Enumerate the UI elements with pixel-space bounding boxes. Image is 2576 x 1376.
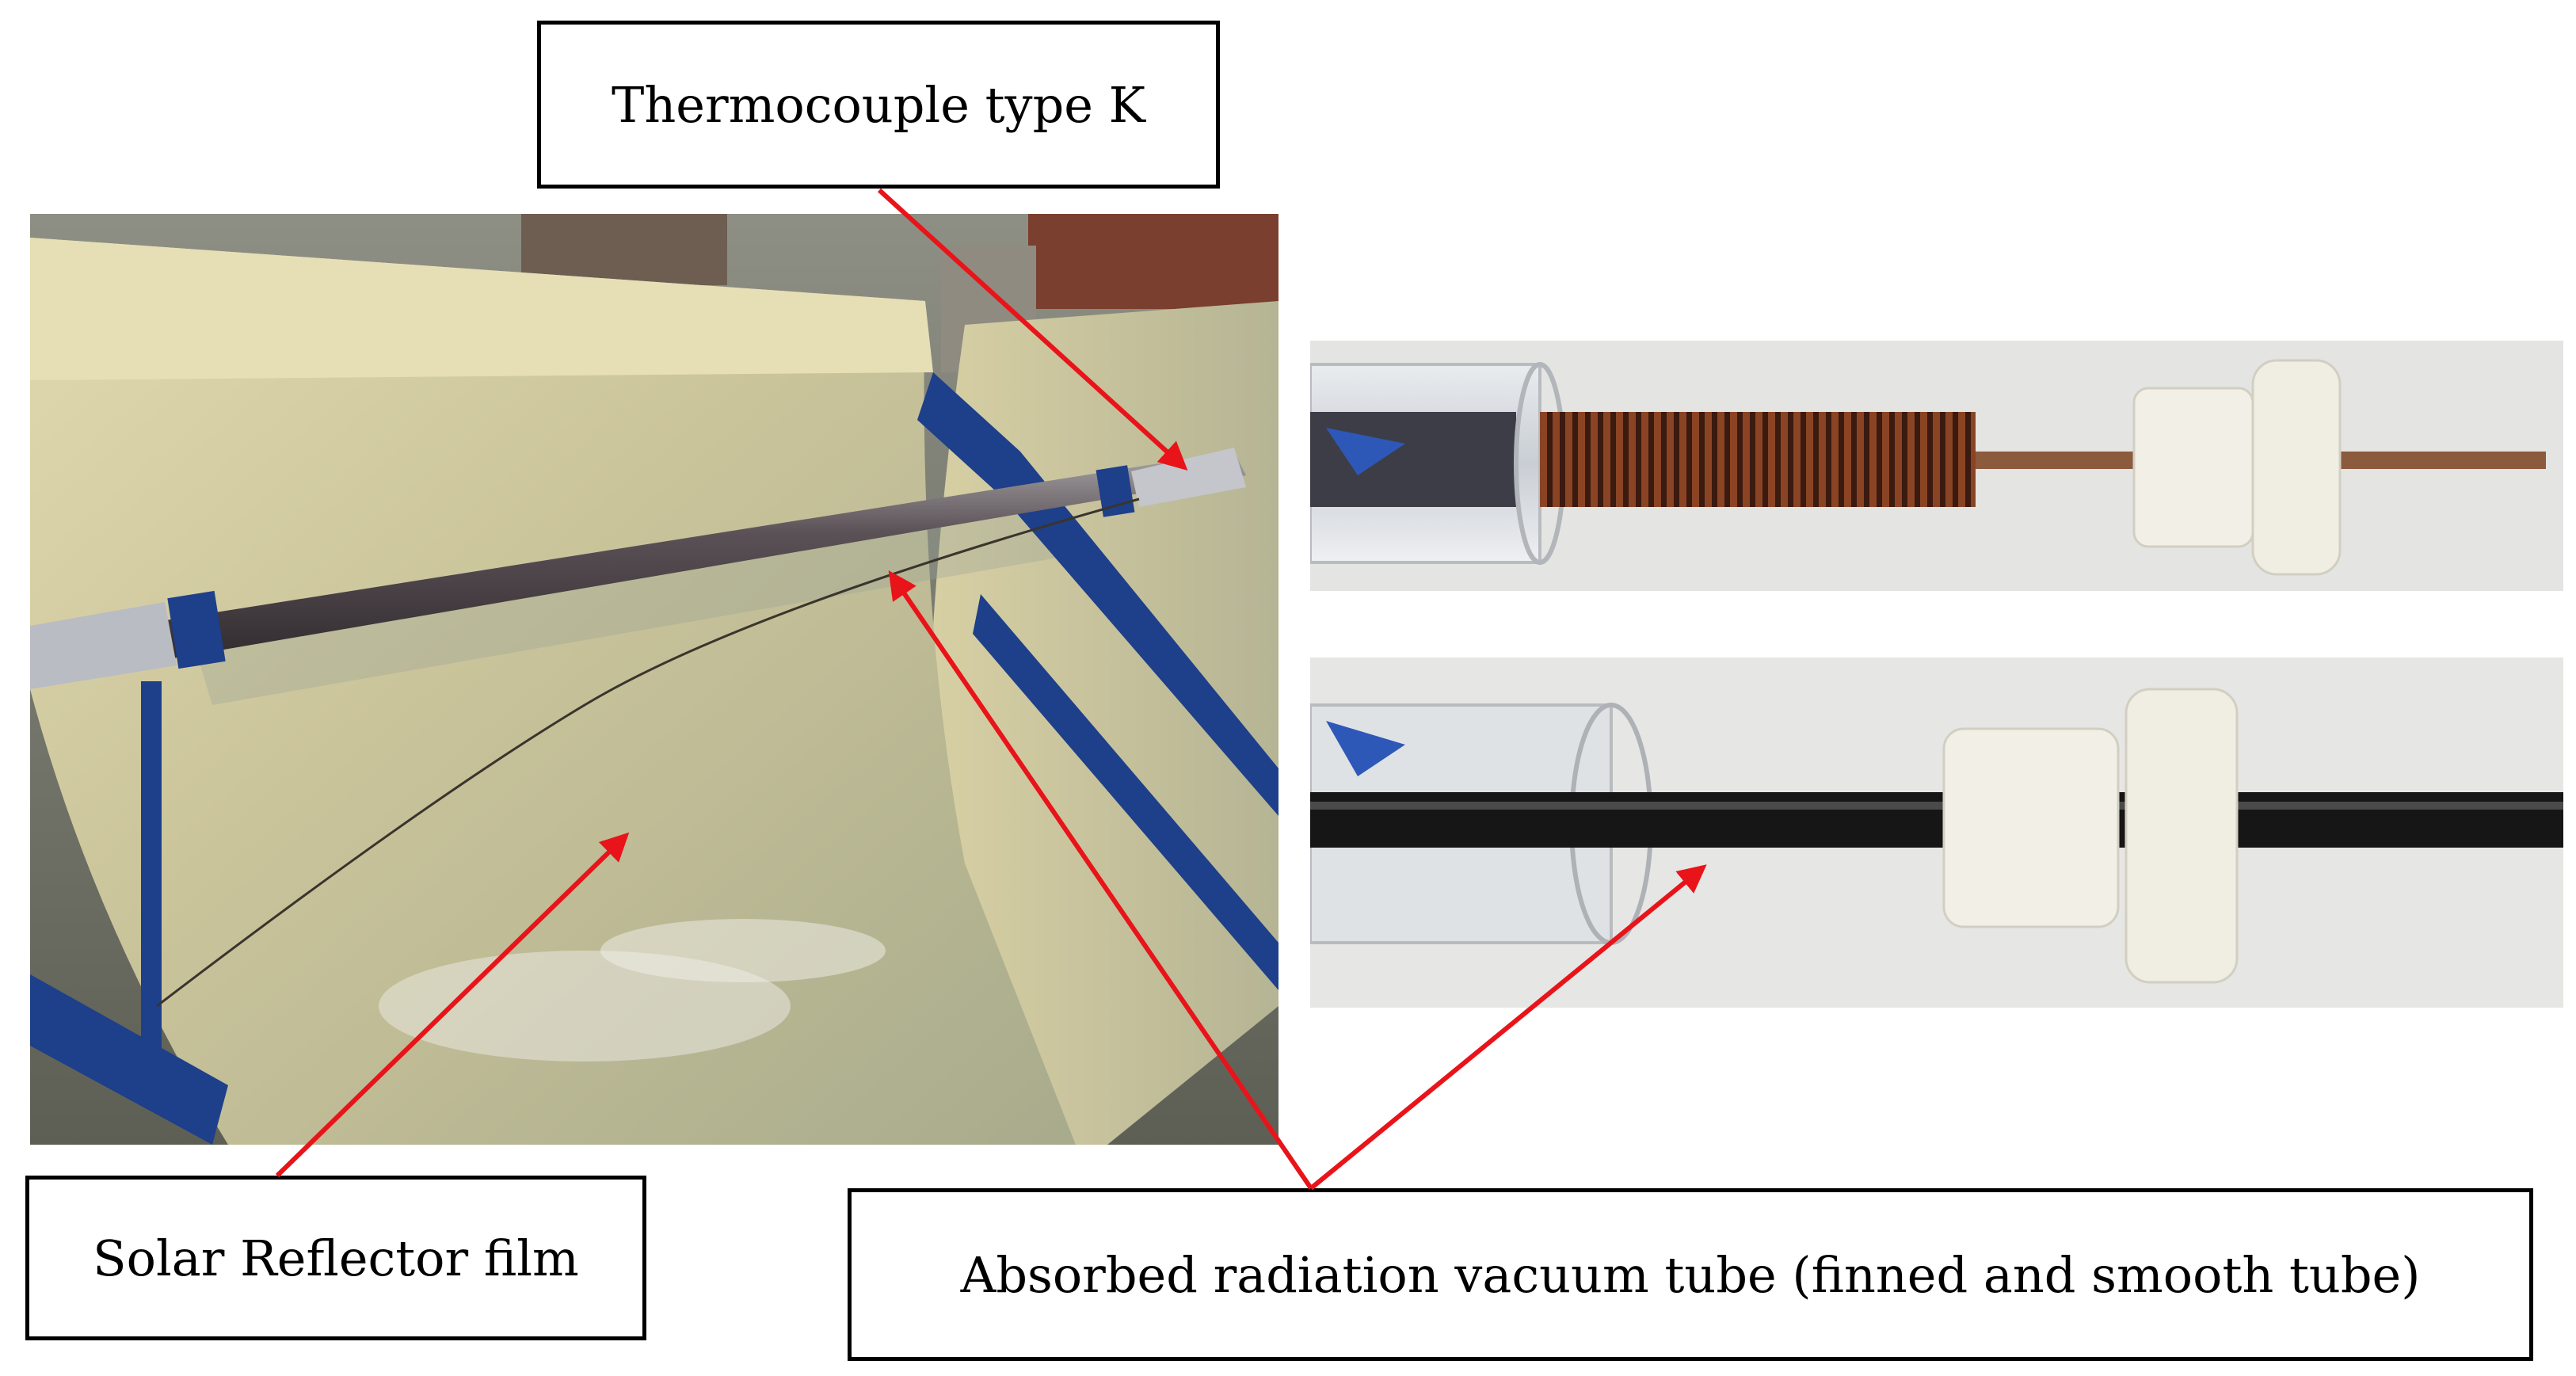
- parabolic-trough-collector-photo: [30, 214, 1278, 1145]
- absorber-tube-label: Absorbed radiation vacuum tube (finned a…: [848, 1188, 2533, 1361]
- smooth-tube-photo: [1310, 658, 2563, 1008]
- finned-tube-photo: [1310, 341, 2563, 591]
- solar-reflector-label: Solar Reflector film: [25, 1176, 646, 1340]
- thermocouple-label: Thermocouple type K: [537, 21, 1220, 189]
